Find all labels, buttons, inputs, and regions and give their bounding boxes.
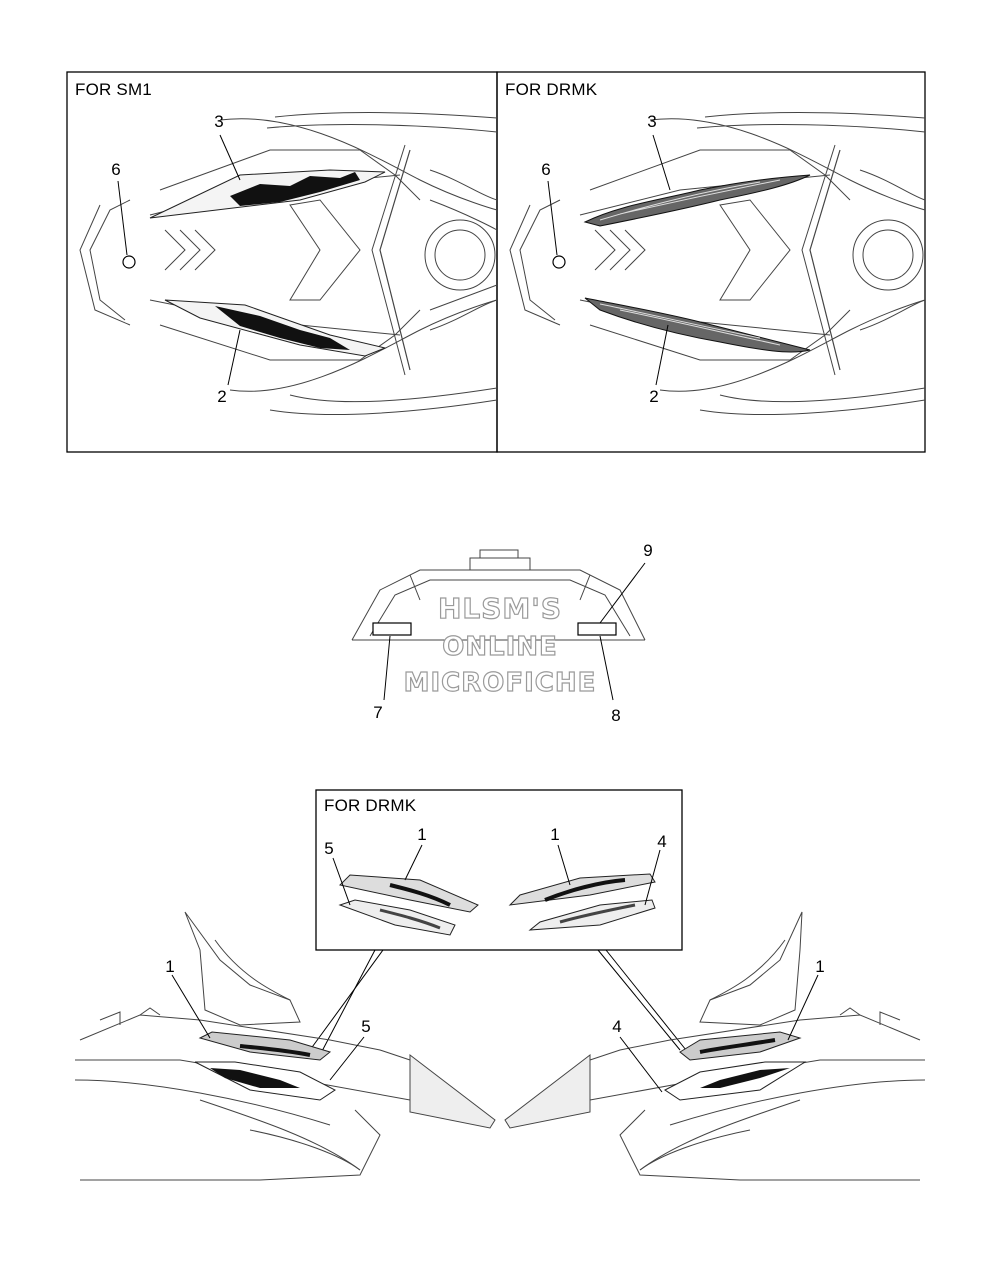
inset-decal-5 (338, 899, 456, 936)
leader-mid-7 (383, 635, 391, 701)
emblem-6-drmk (552, 255, 566, 269)
zoom-line-right-a (597, 949, 681, 1051)
callout-inset-1b: 1 (550, 825, 560, 844)
zoom-line-left-b (319, 949, 376, 1056)
panel-title-drmk: FOR DRMK (505, 80, 598, 99)
callout-br-1: 1 (815, 957, 825, 976)
panel-title-sm1: FOR SM1 (75, 80, 152, 99)
leader-mid-9 (599, 562, 646, 624)
leader-tr-3 (652, 134, 671, 191)
callout-mid-7: 7 (373, 703, 383, 722)
callout-tr-2: 2 (649, 387, 659, 406)
decal-3-drmk (583, 174, 811, 227)
side-decal-4-right-pattern (700, 1068, 790, 1088)
side-decal-1-right-logo (699, 1038, 776, 1054)
callout-tl-3: 3 (214, 112, 224, 131)
callout-tl-2: 2 (217, 387, 227, 406)
hull-side-view-right (504, 911, 926, 1181)
callout-bl-1: 1 (165, 957, 175, 976)
side-decal-5-left-pattern (210, 1068, 300, 1088)
watermark-line-1: HLSM'S (437, 591, 563, 625)
zoom-line-right-b (605, 949, 691, 1056)
leader-mid-8 (599, 635, 614, 701)
leader-tr-2 (655, 324, 669, 386)
callout-br-4: 4 (612, 1017, 622, 1036)
hull-rear-view (351, 549, 646, 641)
leader-tr-6 (547, 180, 558, 256)
callout-inset-1a: 1 (417, 825, 427, 844)
leader-br-1 (787, 974, 819, 1041)
leader-inset-1b (557, 844, 571, 886)
leader-tl-2 (227, 329, 241, 386)
inset-decal-4-pattern (559, 903, 636, 924)
rear-decal-8 (577, 622, 617, 636)
leader-br-4 (619, 1036, 663, 1093)
leader-tl-6 (117, 180, 128, 256)
callout-tl-6: 6 (111, 160, 121, 179)
inset-decal-1-right-logo (544, 878, 626, 902)
leader-inset-1a (404, 844, 423, 881)
callout-mid-8: 8 (611, 706, 621, 725)
leader-tl-3 (219, 134, 241, 181)
decal-2-drmk-pattern (599, 303, 781, 346)
leader-bl-1 (171, 974, 211, 1039)
leader-inset-4 (644, 849, 661, 906)
decal-3-drmk-pattern (599, 179, 781, 221)
watermark-line-2: ONLINE (442, 631, 558, 662)
emblem-6-sm1 (122, 255, 136, 269)
decal-2-sm1-pattern (215, 306, 350, 350)
panel-frame-drmk (496, 71, 926, 453)
side-decal-1-left (198, 1031, 332, 1061)
inset-decal-1-left-logo (389, 883, 451, 907)
leader-inset-5 (332, 857, 351, 906)
callout-bl-5: 5 (361, 1017, 371, 1036)
inset-title-drmk: FOR DRMK (324, 796, 417, 815)
callout-inset-5: 5 (324, 839, 334, 858)
leader-bl-5 (329, 1036, 365, 1081)
side-decal-1-left-logo (239, 1044, 311, 1057)
hull-top-view-sm1 (79, 112, 498, 416)
inset-frame-drmk (315, 789, 683, 951)
callout-mid-9: 9 (643, 541, 653, 560)
hull-top-view-drmk (509, 112, 926, 416)
callout-tr-3: 3 (647, 112, 657, 131)
watermark-line-3: MICROFICHE (403, 667, 597, 698)
hull-side-view-left (74, 911, 496, 1181)
inset-decal-5-pattern (379, 908, 441, 930)
callout-tr-6: 6 (541, 160, 551, 179)
rear-decal-7 (372, 622, 412, 636)
decal-3-sm1-pattern (230, 172, 360, 206)
zoom-line-left-a (309, 949, 384, 1051)
callout-inset-4: 4 (657, 832, 667, 851)
